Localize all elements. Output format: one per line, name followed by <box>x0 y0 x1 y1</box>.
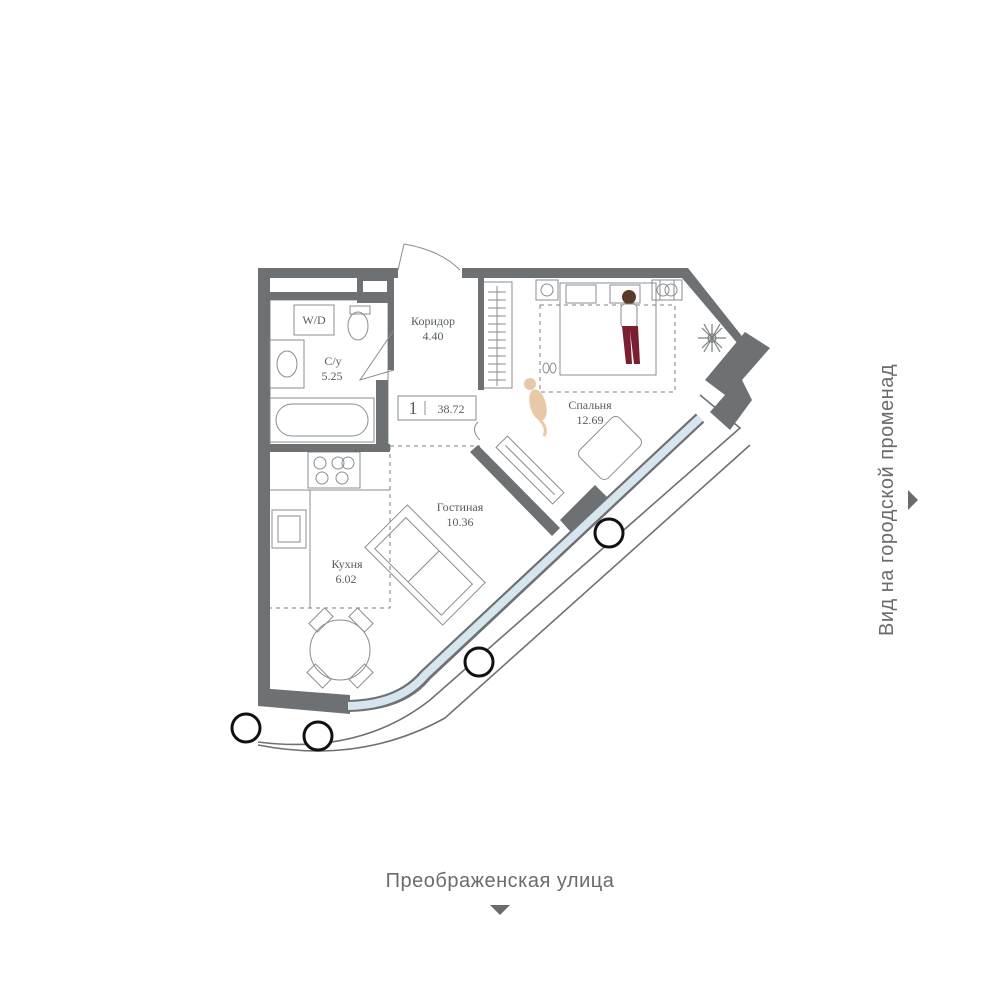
toilet <box>347 311 369 341</box>
room-area-living: 10.36 <box>447 515 474 529</box>
plant-icon <box>698 323 726 353</box>
washer-dryer <box>293 304 335 336</box>
bathroom-sink <box>269 339 305 389</box>
cat-icon <box>524 378 547 437</box>
kitchen-sink <box>271 509 307 549</box>
triangle-right-icon <box>908 490 918 510</box>
desk <box>578 416 642 480</box>
room-area-bathroom: 5.25 <box>322 369 343 383</box>
washer-dryer-label: W/D <box>302 313 326 327</box>
sofa <box>364 504 486 626</box>
rooms-count: 1 <box>409 398 418 418</box>
terrace <box>257 394 751 752</box>
room-area-corridor: 4.40 <box>423 329 444 343</box>
column-4 <box>593 517 625 549</box>
room-area-kitchen: 6.02 <box>336 572 357 586</box>
entrance-door <box>358 243 481 441</box>
furniture <box>269 279 683 689</box>
room-name-living: Гостиная <box>437 500 484 514</box>
room-area-bedroom: 12.69 <box>577 413 604 427</box>
dining-table <box>309 619 371 681</box>
apartment-badge: 1 38.72 <box>397 395 477 421</box>
column-icon <box>230 517 625 752</box>
room-name-kitchen: Кухня <box>331 557 363 571</box>
column-3 <box>463 646 495 678</box>
person-icon <box>620 290 640 364</box>
glazing <box>347 413 705 712</box>
column-2 <box>302 720 334 752</box>
triangle-down-icon <box>490 905 510 915</box>
tv-unit <box>495 435 565 505</box>
room-name-corridor: Коридор <box>411 314 455 328</box>
zone-dashes <box>270 304 676 609</box>
bathtub <box>269 397 375 443</box>
total-area: 38.72 <box>438 402 465 416</box>
street-label: Преображенская улица <box>386 870 615 892</box>
column-1 <box>230 712 262 744</box>
view-label: Вид на городской променад <box>876 364 898 636</box>
bed <box>559 282 657 376</box>
room-name-bedroom: Спальня <box>568 398 612 412</box>
walls <box>258 268 770 714</box>
slippers-icon <box>542 362 557 374</box>
room-name-bathroom: С/у <box>324 354 341 368</box>
